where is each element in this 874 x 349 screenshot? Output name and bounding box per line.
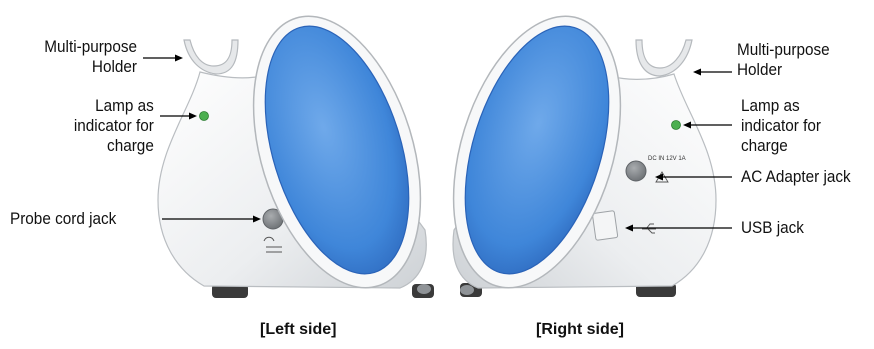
right-charge-lamp	[672, 121, 681, 130]
left-lamp-label: Lamp as indicator for charge	[74, 96, 154, 156]
usb-jack-label: USB jack	[741, 218, 804, 238]
left-lamp-label-line3: charge	[74, 136, 154, 156]
arrowhead	[175, 55, 183, 62]
left-tip	[417, 284, 431, 294]
usb-jack-label-text: USB jack	[741, 218, 804, 238]
right-lamp-label: Lamp as indicator for charge	[741, 96, 821, 156]
right-ac-jack	[626, 161, 646, 181]
right-lamp-label-line1: Lamp as	[741, 96, 821, 116]
left-holder-label: Multi-purpose Holder	[44, 37, 137, 77]
ac-adapter-jack-label-text: AC Adapter jack	[741, 167, 851, 187]
left-lamp-label-line1: Lamp as	[74, 96, 154, 116]
left-device	[158, 0, 451, 308]
right-usb-jack	[592, 211, 618, 241]
right-holder-label-line2: Holder	[737, 60, 830, 80]
right-holder-label: Multi-purpose Holder	[737, 40, 830, 80]
right-lamp-label-line3: charge	[741, 136, 821, 156]
left-side-caption: [Left side]	[260, 321, 336, 339]
probe-cord-jack-label-text: Probe cord jack	[10, 209, 116, 229]
ac-adapter-jack-label: AC Adapter jack	[741, 167, 851, 187]
right-side-caption: [Right side]	[536, 321, 624, 339]
ac-jack-marking: DC IN 12V 1A	[648, 156, 686, 162]
left-holder-label-line2: Holder	[44, 57, 137, 77]
left-lamp-label-line2: indicator for	[74, 116, 154, 136]
right-holder	[636, 40, 692, 76]
left-charge-lamp	[200, 112, 209, 121]
right-lamp-label-line2: indicator for	[741, 116, 821, 136]
right-device: DC IN 12V 1A	[423, 0, 716, 308]
left-holder-label-line1: Multi-purpose	[44, 37, 137, 57]
left-holder	[184, 40, 238, 74]
right-holder-label-line1: Multi-purpose	[737, 40, 830, 60]
right-tip	[460, 285, 474, 295]
probe-cord-jack-label: Probe cord jack	[10, 209, 116, 229]
